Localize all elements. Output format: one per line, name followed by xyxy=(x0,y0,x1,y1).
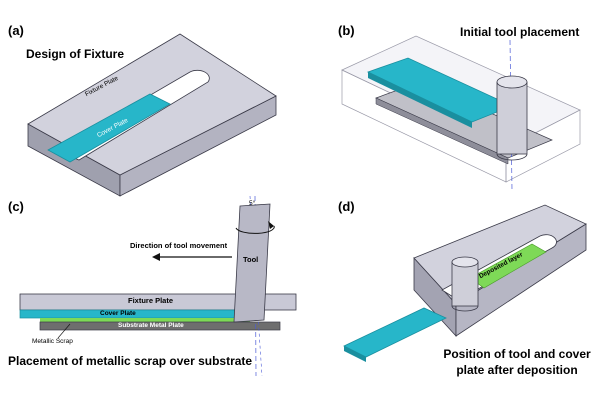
tool-cylinder-b-bottom xyxy=(496,153,528,161)
panel-b-drawing xyxy=(341,35,581,191)
tilt-angle-label: 5° xyxy=(249,200,256,207)
cover-plate-label-c: Cover Plate xyxy=(100,310,136,317)
panel-d-tag: (d) xyxy=(338,199,355,214)
tool-d xyxy=(451,261,479,307)
scrap-label: Metallic Scrap xyxy=(32,338,73,345)
tool-d-bottom xyxy=(451,305,479,312)
panel-a-tag: (a) xyxy=(8,23,24,38)
tool-cylinder-b xyxy=(496,81,528,155)
panel-a-drawing xyxy=(27,33,277,197)
rotation-arrow-head xyxy=(268,221,274,229)
panel-a-title: Design of Fixture xyxy=(26,47,125,61)
panel-c-caption: Placement of metallic scrap over substra… xyxy=(8,354,253,368)
cover-plate-strip xyxy=(47,93,171,163)
panel-c-drawing xyxy=(19,195,297,377)
cover-plate-b-edge xyxy=(368,72,472,128)
substrate-plate-band xyxy=(39,321,281,331)
panel-d-drawing xyxy=(343,204,587,362)
direction-arrow-head xyxy=(152,253,160,261)
deposited-layer xyxy=(469,243,547,289)
fixture-plate-label-c: Fixture Plate xyxy=(128,296,174,305)
panel-c-tag: (c) xyxy=(8,199,24,214)
panel-d-caption-line2: plate after deposition xyxy=(456,363,578,377)
direction-label: Direction of tool movement xyxy=(130,241,228,250)
tool-d-top xyxy=(451,256,479,268)
tool-cylinder-b-top xyxy=(496,75,528,89)
scrap-leader xyxy=(57,323,71,339)
panel-d-caption-line1: Position of tool and cover xyxy=(443,347,591,361)
substrate-label: Substrate Metal Plate xyxy=(118,322,184,329)
cover-plate-d-edge xyxy=(344,346,366,362)
panel-b-tag: (b) xyxy=(338,23,355,38)
cover-plate-d xyxy=(343,307,447,358)
substrate-plate-b-edge xyxy=(375,97,509,165)
rotation-arrow xyxy=(235,225,275,234)
metallic-scrap-layer xyxy=(40,318,250,322)
panel-b-title: Initial tool placement xyxy=(460,25,580,39)
tool-label: Tool xyxy=(243,255,259,264)
transparent-box-side xyxy=(505,109,581,183)
